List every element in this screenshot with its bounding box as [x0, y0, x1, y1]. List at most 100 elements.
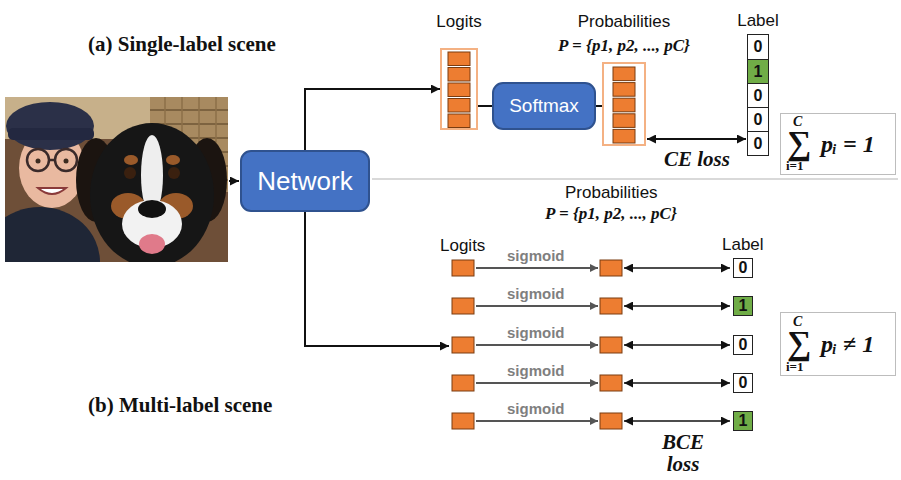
drawing-part	[476, 305, 598, 307]
bottom-logit-squares	[452, 260, 474, 429]
drawing-part	[8, 128, 94, 140]
panel-caption: (a) Single-label scene	[88, 32, 276, 57]
drawing-part	[124, 167, 136, 179]
label-column: Label01000	[747, 34, 769, 156]
node-text: Logits	[436, 12, 481, 32]
label-cell: 1	[733, 296, 753, 316]
top-logit-squares	[448, 52, 470, 128]
node-text: i=1	[786, 360, 804, 373]
loss-label: BCE loss	[653, 431, 713, 475]
drawing-part	[6, 102, 94, 150]
drawing-part	[476, 420, 598, 422]
label-cell: 0	[748, 107, 768, 131]
drawing-part	[624, 382, 730, 384]
drawing-part	[624, 420, 730, 422]
drawing-part	[476, 267, 598, 269]
drawing-part	[38, 188, 66, 194]
node-text: 0	[739, 375, 748, 391]
connector	[305, 89, 440, 150]
connector	[647, 138, 746, 140]
logits-column: Logits	[440, 48, 478, 130]
sum-formula-box: C∑i=1pᵢ ≠ 1	[780, 312, 896, 376]
column-heading: Probabilities	[565, 183, 658, 203]
network-branch-arrow	[305, 212, 449, 346]
node-text: i=1	[786, 159, 804, 172]
node-text: Softmax	[509, 95, 579, 117]
drawing-part	[139, 234, 165, 254]
drawing-part	[166, 155, 180, 165]
loss-label: CE loss	[662, 148, 732, 170]
drawing-part	[448, 83, 470, 97]
drawing-part	[124, 155, 138, 165]
drawing-part	[452, 375, 474, 391]
drawing-part	[448, 99, 470, 113]
drawing-part	[49, 159, 55, 162]
drawing-part	[452, 337, 474, 353]
drawing-part	[600, 375, 622, 391]
drawing-part	[624, 344, 730, 346]
sigmoid-label: sigmoid	[507, 324, 565, 341]
node-text: Probabilities	[578, 12, 671, 32]
label-cell: 0	[748, 131, 768, 155]
drawing-part	[36, 159, 41, 164]
node-text: Label	[737, 11, 779, 31]
label-cell: 1	[748, 59, 768, 83]
panel-caption: (b) Multi-label scene	[88, 393, 272, 418]
drawing-part	[448, 114, 470, 128]
drawing-part	[600, 298, 622, 314]
node-text: Network	[257, 166, 352, 197]
drawing-part	[476, 344, 598, 346]
label-cell: 0	[748, 83, 768, 107]
column-heading: Label	[722, 235, 764, 255]
node-text: 0	[754, 112, 763, 128]
drawing-part	[624, 267, 730, 269]
drawing-part	[168, 167, 180, 179]
drawing-part	[600, 337, 622, 353]
input-arrow	[229, 180, 239, 182]
node-text: 1	[739, 298, 748, 314]
probability-set: P = {p1, p2, ..., pC}	[545, 204, 677, 224]
column-heading: Logits	[440, 236, 485, 256]
drawing-part	[452, 413, 474, 429]
drawing-part	[138, 200, 166, 218]
drawing-part	[90, 123, 214, 262]
softmax-box: Softmax	[492, 82, 596, 130]
top-probability-squares	[613, 67, 635, 143]
drawing-part	[600, 413, 622, 429]
node-text: pᵢ = 1	[821, 132, 875, 156]
sigmoid-label: sigmoid	[507, 362, 565, 379]
label-cell: 0	[733, 258, 753, 278]
drawing-part	[476, 382, 598, 384]
node-text: ∑	[787, 326, 811, 360]
node-text: pᵢ ≠ 1	[821, 332, 874, 356]
label-cell: 0	[748, 35, 768, 59]
drawing-part	[613, 129, 635, 143]
network-box: Network	[240, 150, 370, 212]
drawing-part	[27, 149, 49, 171]
node-text: 0	[754, 39, 763, 55]
label-cell: 0	[733, 373, 753, 393]
sigmoid-arrows	[476, 268, 598, 421]
node-text: 0	[739, 337, 748, 353]
drawing-part	[624, 305, 730, 307]
probabilities-column: ProbabilitiesP = {p1, p2, ..., pC}	[602, 62, 646, 146]
drawing-part	[64, 159, 69, 164]
drawing-part	[613, 67, 635, 81]
drawing-part	[55, 149, 77, 171]
photo	[5, 97, 228, 262]
node-text: 1	[739, 413, 748, 429]
node-text: 0	[754, 136, 763, 152]
drawing-part	[452, 298, 474, 314]
label-cell: 0	[733, 335, 753, 355]
drawing-part	[613, 114, 635, 128]
node-text: 1	[754, 64, 763, 80]
node-text: ∑	[787, 126, 811, 160]
drawing-part	[613, 83, 635, 97]
sum-formula-box: C∑i=1pᵢ = 1	[780, 113, 896, 175]
connector	[478, 105, 492, 107]
label-cell: 1	[733, 411, 753, 431]
drawing-part	[613, 98, 635, 112]
divider-line	[372, 178, 898, 180]
sigmoid-label: sigmoid	[507, 400, 565, 417]
